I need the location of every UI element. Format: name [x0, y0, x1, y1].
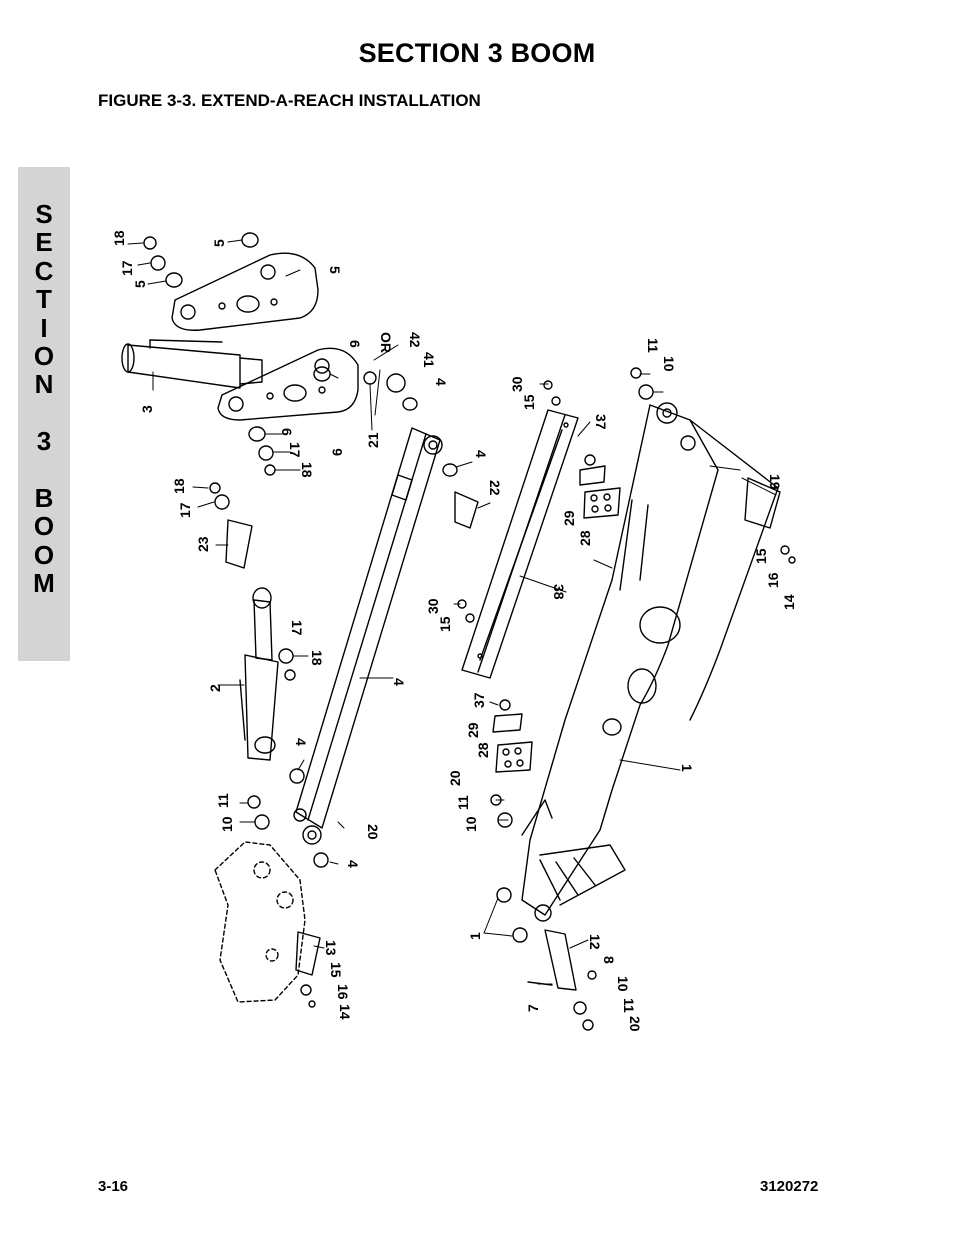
figure-title: FIGURE 3-3. EXTEND-A-REACH INSTALLATION	[98, 91, 481, 110]
callout-label: 8	[601, 956, 617, 964]
side-tab-letter: M	[33, 568, 55, 599]
callout-label: 30	[425, 598, 441, 614]
callout-label: 18	[111, 230, 127, 246]
callout-label: 10	[615, 976, 631, 992]
callout-label: 29	[561, 510, 577, 526]
side-tab-letter: T	[36, 284, 52, 315]
callout-label: 16	[765, 572, 781, 588]
callout-label: 17	[287, 442, 303, 458]
wear-pad-channel	[461, 409, 579, 679]
callout-label: 15	[437, 616, 453, 632]
callout-label: 12	[587, 934, 603, 950]
callout-label: 4	[433, 378, 449, 386]
side-tab-letter: B	[34, 482, 54, 513]
callout-label: 38	[551, 584, 567, 600]
pins	[225, 477, 781, 991]
exploded-parts-diagram: 18 17 5 5 5 3 6 OR 42 41 4 21 6 6 17 18 …	[111, 230, 797, 1032]
side-tab-letter: N	[34, 369, 54, 400]
callout-label: 5	[327, 266, 343, 274]
side-tab-letter: S	[35, 199, 53, 229]
callout-label: 42	[407, 332, 423, 348]
callout-label: 15	[328, 962, 344, 978]
callout-labels: 18 17 5 5 5 3 6 OR 42 41 4 21 6 6 17 18 …	[111, 230, 797, 1032]
callout-label: 14	[781, 594, 797, 610]
callout-label: 10	[463, 816, 479, 832]
side-tab-letter: O	[33, 511, 55, 542]
callout-label: 37	[593, 414, 609, 430]
callout-label: 30	[509, 376, 525, 392]
boom-mount-bracket	[214, 841, 306, 1003]
callout-label: 15	[521, 394, 537, 410]
callout-label: 4	[473, 450, 489, 458]
callout-label: 20	[447, 770, 463, 786]
callout-label: 14	[337, 1004, 353, 1020]
boom-plate-upper	[171, 252, 319, 331]
callout-label: 6	[279, 428, 295, 436]
callout-label: 17	[177, 502, 193, 518]
callout-label: 4	[293, 738, 309, 746]
callout-label: 28	[577, 530, 593, 546]
side-tab-letter: O	[33, 340, 55, 371]
callout-label: 29	[465, 722, 481, 738]
callout-label: 4	[345, 860, 361, 868]
wear-pads-upper	[579, 465, 621, 519]
side-tab-letter: C	[34, 255, 54, 286]
section-title: SECTION 3 BOOM	[358, 38, 596, 68]
side-tab-letter: I	[40, 312, 48, 343]
callout-label: 5	[132, 280, 148, 288]
callout-label: 11	[215, 793, 231, 808]
callout-label: 37	[471, 692, 487, 708]
callout-label: 20	[627, 1016, 643, 1032]
page-number: 3-16	[98, 1178, 129, 1195]
callout-label: 11	[455, 795, 471, 810]
callout-label: OR	[378, 332, 394, 353]
callout-label: 6	[329, 448, 345, 456]
callout-label: 11	[645, 338, 661, 353]
callout-label: 10	[661, 356, 677, 372]
callout-label: 18	[171, 478, 187, 494]
callout-label: 23	[195, 536, 211, 552]
callout-label: 10	[219, 816, 235, 832]
callout-label: 5	[211, 239, 227, 247]
callout-leaders	[127, 239, 777, 985]
tilt-cylinder	[121, 339, 263, 389]
boom-plate-lower	[217, 347, 359, 421]
extend-link-arm	[293, 427, 443, 845]
callout-label: 4	[391, 678, 407, 686]
callout-label: 11	[621, 998, 637, 1013]
callout-label: 2	[207, 684, 223, 692]
callout-label: 1	[467, 932, 483, 940]
side-tab-letter: O	[33, 539, 55, 570]
wear-pads-lower	[492, 713, 533, 773]
callout-label: 22	[487, 480, 503, 496]
main-boom	[521, 402, 779, 922]
callout-label: 18	[299, 462, 315, 478]
callout-label: 18	[309, 650, 325, 666]
side-tab-letter: 3	[36, 426, 52, 457]
callout-label: 17	[289, 620, 305, 636]
callout-label: 16	[335, 984, 351, 1000]
callout-label: 17	[119, 260, 135, 276]
callout-label: 28	[475, 742, 491, 758]
callout-label: 20	[365, 824, 381, 840]
callout-label: 1	[679, 764, 695, 772]
callout-label: 19	[767, 474, 783, 490]
callout-label: 6	[347, 340, 363, 348]
callout-label: 15	[753, 548, 769, 564]
callout-label: 41	[421, 352, 437, 368]
document-number: 3120272	[760, 1178, 819, 1195]
callout-label: 21	[365, 432, 381, 448]
callout-label: 3	[139, 405, 155, 413]
callout-label: 13	[323, 940, 339, 956]
bushings-and-washers	[143, 232, 796, 1031]
side-tab-letter: E	[35, 227, 53, 258]
callout-label: 7	[525, 1004, 541, 1012]
extend-cylinder	[239, 587, 279, 761]
